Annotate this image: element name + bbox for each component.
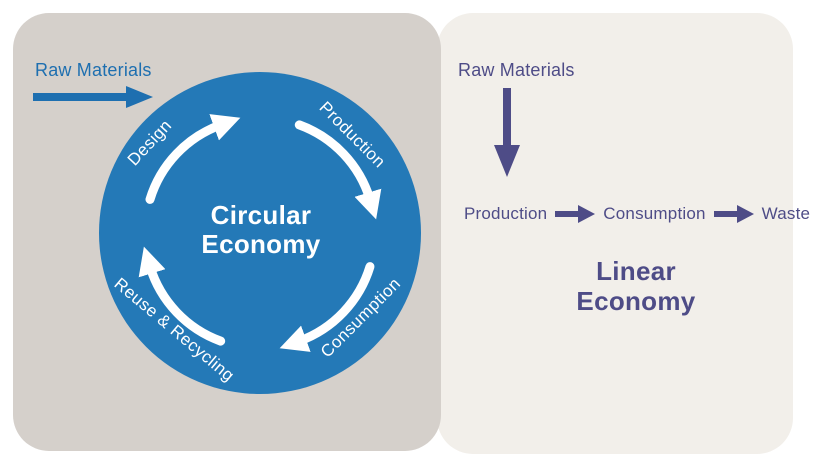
down-arrow-icon bbox=[494, 88, 520, 177]
right-arrow-icon bbox=[33, 86, 153, 108]
linear-flow-row: Production Consumption Waste bbox=[464, 204, 810, 224]
flow-label-production: Production bbox=[464, 204, 548, 223]
reuse-arc-arrow-icon bbox=[138, 246, 226, 346]
flow-arrow-icon bbox=[555, 205, 596, 223]
production-arc-arrow-icon bbox=[294, 120, 382, 220]
linear-title-line1: Linear bbox=[596, 256, 676, 286]
linear-raw-materials-label: Raw Materials bbox=[458, 60, 575, 80]
linear-title-line2: Economy bbox=[576, 286, 696, 316]
circular-economy-title: Circular Economy bbox=[161, 201, 361, 259]
flow-label-waste: Waste bbox=[761, 204, 811, 223]
circular-title-line2: Economy bbox=[201, 229, 321, 259]
linear-economy-title: Linear Economy bbox=[536, 256, 736, 316]
flow-label-consumption: Consumption bbox=[603, 204, 706, 223]
circular-economy-circle bbox=[99, 72, 421, 394]
consumption-arc-arrow-icon bbox=[279, 262, 375, 352]
flow-arrow-icon bbox=[713, 205, 754, 223]
design-arc-arrow-icon bbox=[145, 114, 241, 204]
linear-economy-panel bbox=[437, 13, 793, 454]
circular-title-line1: Circular bbox=[210, 200, 312, 230]
circular-raw-materials-label: Raw Materials bbox=[35, 60, 152, 80]
